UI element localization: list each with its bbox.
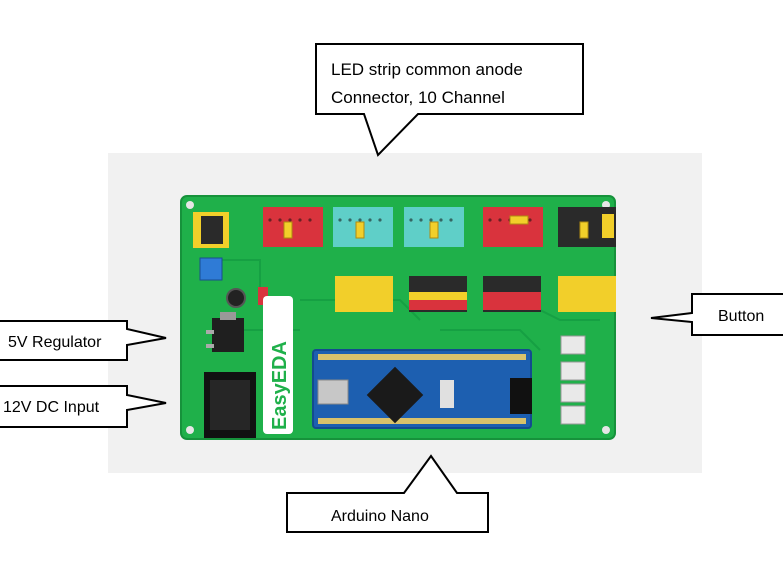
red-jumper xyxy=(258,287,268,305)
connector-1 xyxy=(193,212,229,248)
connector-7 xyxy=(335,276,393,312)
led-strip-line-1: LED strip common anode xyxy=(331,60,523,79)
dc-jack xyxy=(204,372,256,438)
connector-2 xyxy=(263,207,323,247)
callout-arduino xyxy=(286,454,489,533)
callout-button-label: Button xyxy=(718,308,765,325)
top-connector-row xyxy=(193,207,616,248)
potentiometer xyxy=(199,257,223,281)
callout-led-strip xyxy=(315,43,584,157)
connector-6 xyxy=(558,207,616,247)
easyeda-logo: EasyEDA xyxy=(263,296,293,434)
button-1 xyxy=(560,335,586,355)
button-2 xyxy=(560,361,586,381)
callout-dc-input xyxy=(0,385,167,428)
connector-5 xyxy=(483,207,543,247)
button-3 xyxy=(560,383,586,403)
connector-8 xyxy=(409,276,467,312)
middle-connector-row xyxy=(335,276,616,312)
connector-10 xyxy=(558,276,616,312)
callout-led-strip-label: LED strip common anode Connector, 10 Cha… xyxy=(331,56,523,112)
button-4 xyxy=(560,405,586,425)
connector-9 xyxy=(483,276,541,312)
callout-button xyxy=(650,293,783,336)
jumper-caps-top xyxy=(283,215,589,239)
callout-regulator xyxy=(0,320,167,361)
callout-arduino-label: Arduino Nano xyxy=(331,508,429,525)
regulator-chip xyxy=(206,312,244,352)
capacitor xyxy=(226,288,246,308)
easyeda-logo-text: EasyEDA xyxy=(269,341,291,430)
led-strip-line-2: Connector, 10 Channel xyxy=(331,88,505,107)
callout-dc-input-label: 12V DC Input xyxy=(3,399,100,416)
callout-regulator-label: 5V Regulator xyxy=(8,334,102,351)
tactile-buttons xyxy=(560,335,586,425)
arduino-nano-board xyxy=(312,349,532,429)
